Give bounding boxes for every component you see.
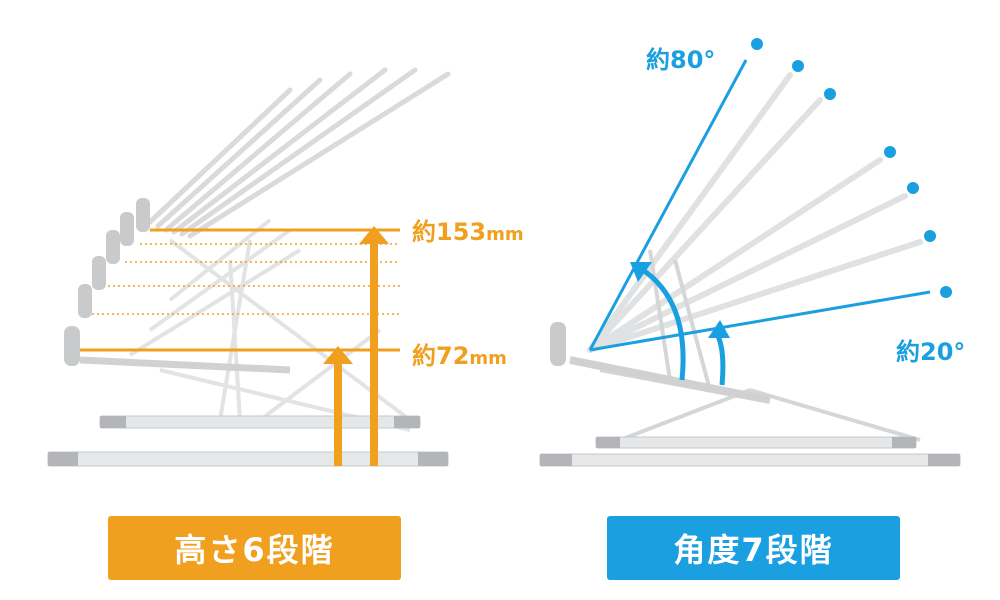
angle-stand-tray: [569, 356, 771, 404]
angle-base-upper: [595, 436, 917, 449]
stand-ghost-panels: [147, 67, 451, 239]
angle-max-label: 約80°: [646, 46, 716, 74]
angle-stand-hook: [550, 322, 566, 366]
angle-arcs: [638, 265, 726, 386]
stand-ghost-legs: [128, 218, 412, 432]
height-guides: [80, 228, 400, 352]
angle-min-label: 約20°: [896, 338, 966, 366]
height-stand-illustration: [47, 67, 451, 467]
height-min-label: 約72mm: [412, 342, 507, 370]
angle-stand-legs: [599, 249, 921, 442]
angle-base-lower: [539, 453, 961, 467]
angle-levels-caption: 角度7段階: [607, 516, 900, 580]
stand-base-panel: [79, 356, 291, 374]
angle-ghost-panels: [587, 72, 923, 353]
stand-hooks: [64, 198, 150, 366]
height-levels-caption: 高さ6段階: [108, 516, 401, 580]
height-panel: 約153mm 約72mm 高さ6段階: [47, 67, 524, 580]
angle-position-dots: [751, 38, 952, 298]
stand-base-lower: [47, 451, 449, 467]
angle-panel: 約80° 約20° 角度7段階: [500, 0, 1000, 600]
height-arrows: [323, 226, 389, 466]
angle-limit-lines: [588, 59, 931, 352]
height-max-label: 約153mm: [412, 218, 524, 246]
angle-stand-illustration: [539, 38, 961, 467]
